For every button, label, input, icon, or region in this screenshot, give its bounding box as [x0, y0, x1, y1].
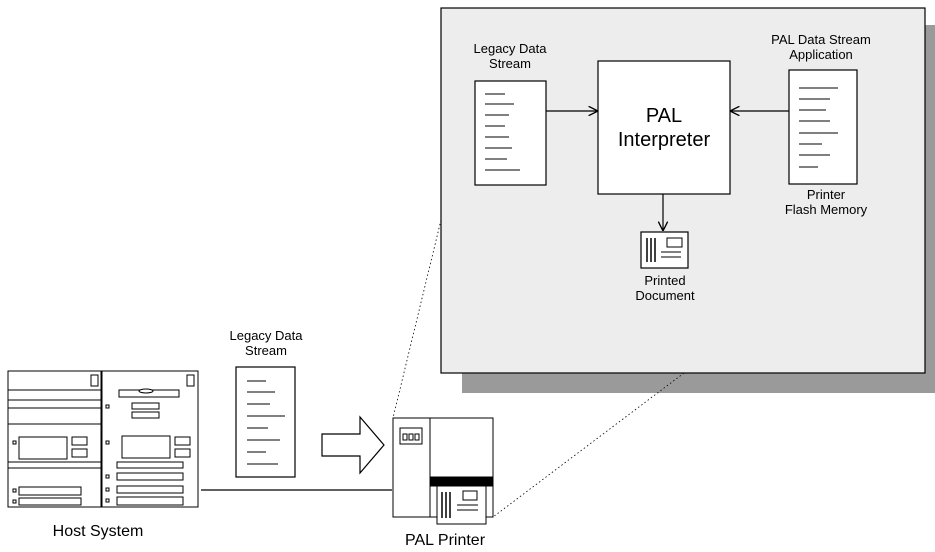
flash-memory-label: Printer Flash Memory — [766, 187, 886, 217]
zoom-line-left — [392, 219, 442, 419]
printed-document-label-line2: Document — [635, 288, 695, 303]
pal-interpreter-box — [597, 60, 731, 195]
pal-application-document-icon — [788, 69, 858, 185]
printed-document-icon — [640, 231, 689, 269]
pal-printer-icon — [392, 417, 494, 525]
legacy-stream-document-icon — [474, 80, 547, 186]
pal-application-label-line1: PAL Data Stream — [771, 32, 871, 47]
host-system-icon — [7, 370, 199, 508]
pal-interpreter-label-line1: PAL — [645, 105, 683, 127]
pal-interpreter-label: PAL Interpreter — [598, 104, 730, 152]
flash-memory-label-line2: Flash Memory — [784, 202, 868, 217]
panel-legacy-stream-label: Legacy Data Stream — [455, 41, 565, 71]
zoom-line-right — [492, 372, 685, 518]
pal-application-label-line2: Application — [789, 47, 853, 62]
bottom-legacy-stream-label-line1: Legacy Data — [229, 328, 303, 343]
printed-document-label-line1: Printed — [644, 273, 686, 288]
pal-application-label: PAL Data Stream Application — [756, 32, 886, 62]
bottom-legacy-stream-document-icon — [235, 366, 296, 478]
pal-interpreter-label-line2: Interpreter — [617, 129, 711, 151]
printed-document-label: Printed Document — [620, 273, 710, 303]
host-system-label: Host System — [52, 523, 144, 540]
bottom-legacy-stream-label-line2: Stream — [245, 343, 287, 358]
flow-arrow-icon — [321, 415, 385, 475]
panel-legacy-stream-label-line1: Legacy Data — [473, 41, 547, 56]
bottom-legacy-stream-label: Legacy Data Stream — [211, 328, 321, 358]
panel-legacy-stream-label-line2: Stream — [489, 56, 531, 71]
flash-memory-label-line1: Printer — [806, 187, 846, 202]
pal-printer-label: PAL Printer — [404, 532, 486, 549]
